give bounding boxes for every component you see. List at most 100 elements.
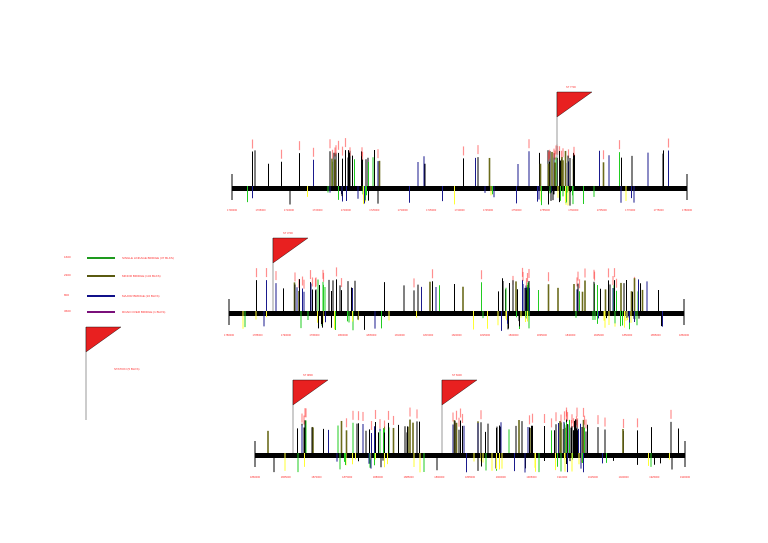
bridge-label-mark: [571, 414, 573, 424]
scale-label: 1700000: [227, 208, 238, 212]
bridge-label-mark: [305, 408, 307, 418]
scale-label: 1850000: [622, 333, 633, 337]
strip-2-station-flag: ST 3700: [272, 231, 309, 311]
scale-label: 1825000: [480, 333, 491, 337]
scale-label: 1900000: [496, 475, 507, 479]
bridge-label-mark: [572, 418, 575, 428]
bridge-label-mark: [573, 146, 575, 156]
legend-text-purple: ROAD OVER BRIDGE (1 BLKS): [122, 310, 165, 314]
legend-text-navy: MAJOR BRIDGE (16 BLKS): [122, 294, 160, 298]
bridge-label-mark: [576, 277, 578, 287]
bridge-label-mark: [554, 150, 556, 160]
bridge-label-mark: [416, 409, 418, 419]
legend-text-green: SINGLE LINKAGE BRIDGE (37 BLKS): [122, 256, 174, 260]
bridge-label-mark: [477, 145, 479, 155]
bridge-label-mark: [329, 139, 331, 149]
bridge-label-mark: [392, 415, 395, 425]
bridge-label-mark: [409, 407, 411, 417]
scale-label: 1800000: [338, 333, 349, 337]
bridge-label-mark: [525, 278, 528, 288]
scale-label: 1875000: [342, 475, 353, 479]
bridge-label-mark: [667, 138, 670, 148]
scale-label: 1770000: [625, 208, 636, 212]
strip-3-baseline: [255, 453, 685, 458]
bridge-label-mark: [558, 146, 561, 156]
bridge-label-mark: [480, 410, 482, 420]
strip-3-station-flag-2: ST 8400: [441, 373, 478, 453]
scale-label: 1710000: [284, 208, 295, 212]
bridge-label-mark: [585, 419, 587, 429]
scale-label: 1745000: [483, 208, 494, 212]
scale-label: 1750000: [511, 208, 522, 212]
bridge-label-mark: [566, 412, 569, 422]
bridge-label-mark: [301, 276, 304, 286]
scale-label: 1755000: [540, 208, 551, 212]
bridge-label-mark: [361, 151, 364, 161]
scale-label: 1895000: [465, 475, 476, 479]
scale-label: 1915000: [588, 475, 599, 479]
strip-2-ticks: [228, 267, 685, 331]
scale-label: 1860000: [250, 475, 261, 479]
bridge-label-mark: [379, 419, 381, 429]
bridge-label-mark: [311, 277, 314, 287]
bridge-label-mark: [583, 415, 586, 425]
scale-label: 1740000: [455, 208, 466, 212]
scale-label: 1930000: [680, 475, 691, 479]
bridge-label-mark: [458, 417, 460, 427]
bridge-label-mark: [413, 278, 415, 288]
scale-label: 1725000: [369, 208, 380, 212]
bridge-label-mark: [607, 268, 610, 278]
bridge-label-mark: [357, 411, 360, 421]
bridge-label-mark: [547, 151, 550, 161]
bridge-label-mark: [615, 278, 618, 288]
legend-flag-icon: [85, 326, 122, 353]
bridge-label-mark: [455, 410, 458, 420]
bridge-label-mark: [565, 410, 568, 420]
bridge-label-mark: [597, 415, 599, 425]
scale-label: 1910000: [557, 475, 568, 479]
bridge-label-mark: [377, 149, 379, 159]
legend-flag-text: STATION (5 BLKS): [114, 367, 140, 371]
bridge-label-mark: [670, 409, 672, 419]
legend-item-navy: 800 MAJOR BRIDGE (16 BLKS): [64, 293, 160, 298]
bridge-label-mark: [459, 408, 462, 418]
bridge-label-mark: [337, 140, 340, 150]
bridge-label-mark: [577, 271, 579, 281]
legend-station: STATION (5 BLKS): [85, 326, 140, 420]
scale-label: 1925000: [649, 475, 660, 479]
scale-label: 1860000: [679, 333, 690, 337]
bridge-label-mark: [576, 407, 578, 417]
scale-label: 1920000: [619, 475, 630, 479]
bridge-label-mark: [567, 149, 570, 159]
bridge-label-mark: [560, 414, 562, 424]
bridge-label-mark: [349, 147, 351, 157]
scale-label: 1820000: [452, 333, 463, 337]
strip-3-station-flag-1: ST 9800: [292, 373, 329, 453]
bridge-label-mark: [543, 414, 546, 424]
bridge-label-mark: [314, 278, 317, 288]
scale-label: 1780000: [224, 333, 235, 337]
strip-1-baseline: [232, 186, 687, 191]
scale-label: 1785000: [252, 333, 263, 337]
station-flag-icon: [556, 91, 593, 118]
scale-label: 1835000: [537, 333, 548, 337]
scale-label: 1805000: [366, 333, 377, 337]
bridge-label-mark: [548, 149, 551, 159]
scale-label: 1795000: [309, 333, 320, 337]
scale-label: 1790000: [281, 333, 292, 337]
bridge-label-mark: [340, 278, 343, 288]
station-flag-icon: [272, 237, 309, 264]
bridge-label-mark: [301, 413, 303, 423]
bridge-label-mark: [531, 413, 534, 423]
bridge-label-mark: [612, 276, 614, 286]
bridge-label-mark: [550, 418, 553, 428]
scale-label: 1880000: [373, 475, 384, 479]
bridge-label-mark: [345, 418, 348, 428]
strip-2-baseline: [229, 311, 684, 316]
scale-label: 1765000: [597, 208, 608, 212]
bridge-label-mark: [303, 415, 305, 425]
scale-label: 1715000: [312, 208, 323, 212]
bridge-label-mark: [374, 409, 377, 419]
